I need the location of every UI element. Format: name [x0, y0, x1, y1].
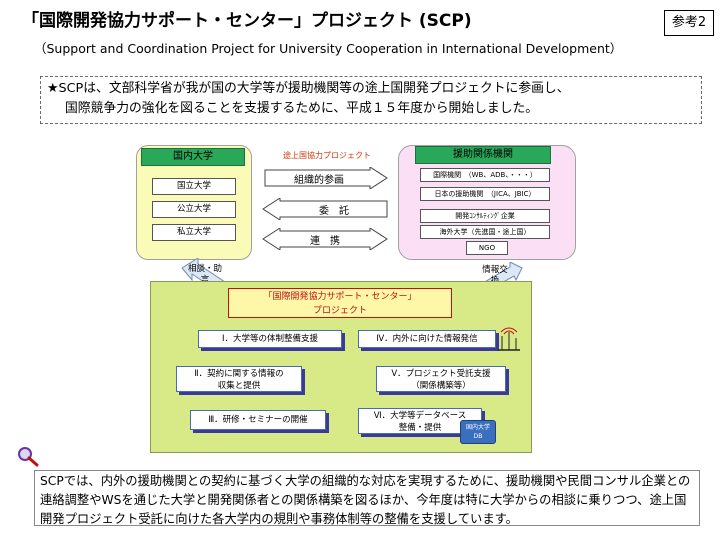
- service-item-1: Ⅰ．大学等の体制整備支援: [198, 330, 342, 348]
- service-item-2: Ⅱ．契約に関する情報の 収集と提供: [176, 366, 302, 392]
- intro-line-1: ★SCPは、文部科学省が我が国の大学等が援助機関等の途上国開発プロジェクトに参画…: [47, 81, 570, 96]
- database-icon: 国内大学 DB: [460, 420, 496, 444]
- left-arrow-shape: [262, 198, 388, 220]
- arrow-participate-label: 組織的参画: [294, 175, 344, 186]
- service-item-5-line2: （関係構築等）: [411, 381, 471, 391]
- project-label: 途上国協力プロジェクト: [283, 151, 371, 160]
- service-item-6-line2: 整備・提供: [398, 423, 442, 433]
- intro-box: ★SCPは、文部科学省が我が国の大学等が援助機関等の途上国開発プロジェクトに参画…: [40, 76, 702, 124]
- agencies-panel: [398, 145, 576, 260]
- bottom-description: SCPでは、内外の援助機関との契約に基づく大学の組織的な対応を実現するために、援…: [34, 470, 700, 526]
- service-item-3: Ⅲ．研修・セミナーの開催: [190, 410, 326, 430]
- university-item: 国立大学: [152, 178, 236, 195]
- agency-item: 日本の援助機関 （JICA、JBIC）: [420, 187, 550, 201]
- scp-center-title: 「国際開発協力サポート・センター」 プロジェクト: [228, 288, 452, 318]
- right-arrow-shape: [264, 167, 388, 189]
- agency-item: 国際機関 （WB、ADB、・・・）: [420, 168, 550, 182]
- service-item-6-line1: Ⅵ．大学等データベース: [373, 411, 467, 421]
- double-arrow-shape: [262, 228, 388, 250]
- advice-label: 相談・助言: [188, 264, 223, 285]
- page-title: 「国際開発協力サポート・センター」プロジェクト (SCP): [22, 11, 472, 31]
- scp-center-title-line1: 「国際開発協力サポート・センター」: [263, 292, 417, 302]
- university-item: 私立大学: [152, 224, 236, 241]
- agencies-title: 援助関係機関: [415, 146, 551, 164]
- broadcast-icon: [498, 327, 520, 351]
- database-label-line1: 国内大学: [465, 424, 490, 431]
- service-item-5-line1: Ⅴ．プロジェクト受託支援: [391, 369, 491, 379]
- page-subtitle: （Support and Coordination Project for Un…: [34, 41, 623, 56]
- service-item-4: Ⅳ．内外に向けた情報発信: [358, 330, 496, 348]
- intro-line-2: 国際競争力の強化を図ることを支援するために、平成１５年度から開始しました。: [65, 101, 539, 116]
- magnifier-icon: [18, 447, 39, 467]
- universities-title: 国内大学: [141, 148, 245, 166]
- agency-item: 開発ｺﾝｻﾙﾃｨﾝｸﾞ企業: [420, 209, 550, 223]
- database-label-line2: DB: [473, 433, 483, 440]
- service-item-2-line1: Ⅱ．契約に関する情報の: [194, 369, 284, 379]
- arrow-cooperate-label: 連 携: [310, 236, 340, 247]
- scp-center-title-line2: プロジェクト: [312, 306, 367, 316]
- reference-badge: 参考2: [664, 10, 714, 36]
- agency-item: 海外大学（先進国・途上国）: [420, 225, 550, 239]
- agency-item: NGO: [466, 241, 508, 255]
- university-item: 公立大学: [152, 201, 236, 218]
- service-item-5: Ⅴ．プロジェクト受託支援 （関係構築等）: [376, 366, 506, 392]
- service-item-2-line2: 収集と提供: [217, 381, 261, 391]
- arrow-entrust-label: 委 託: [319, 206, 349, 217]
